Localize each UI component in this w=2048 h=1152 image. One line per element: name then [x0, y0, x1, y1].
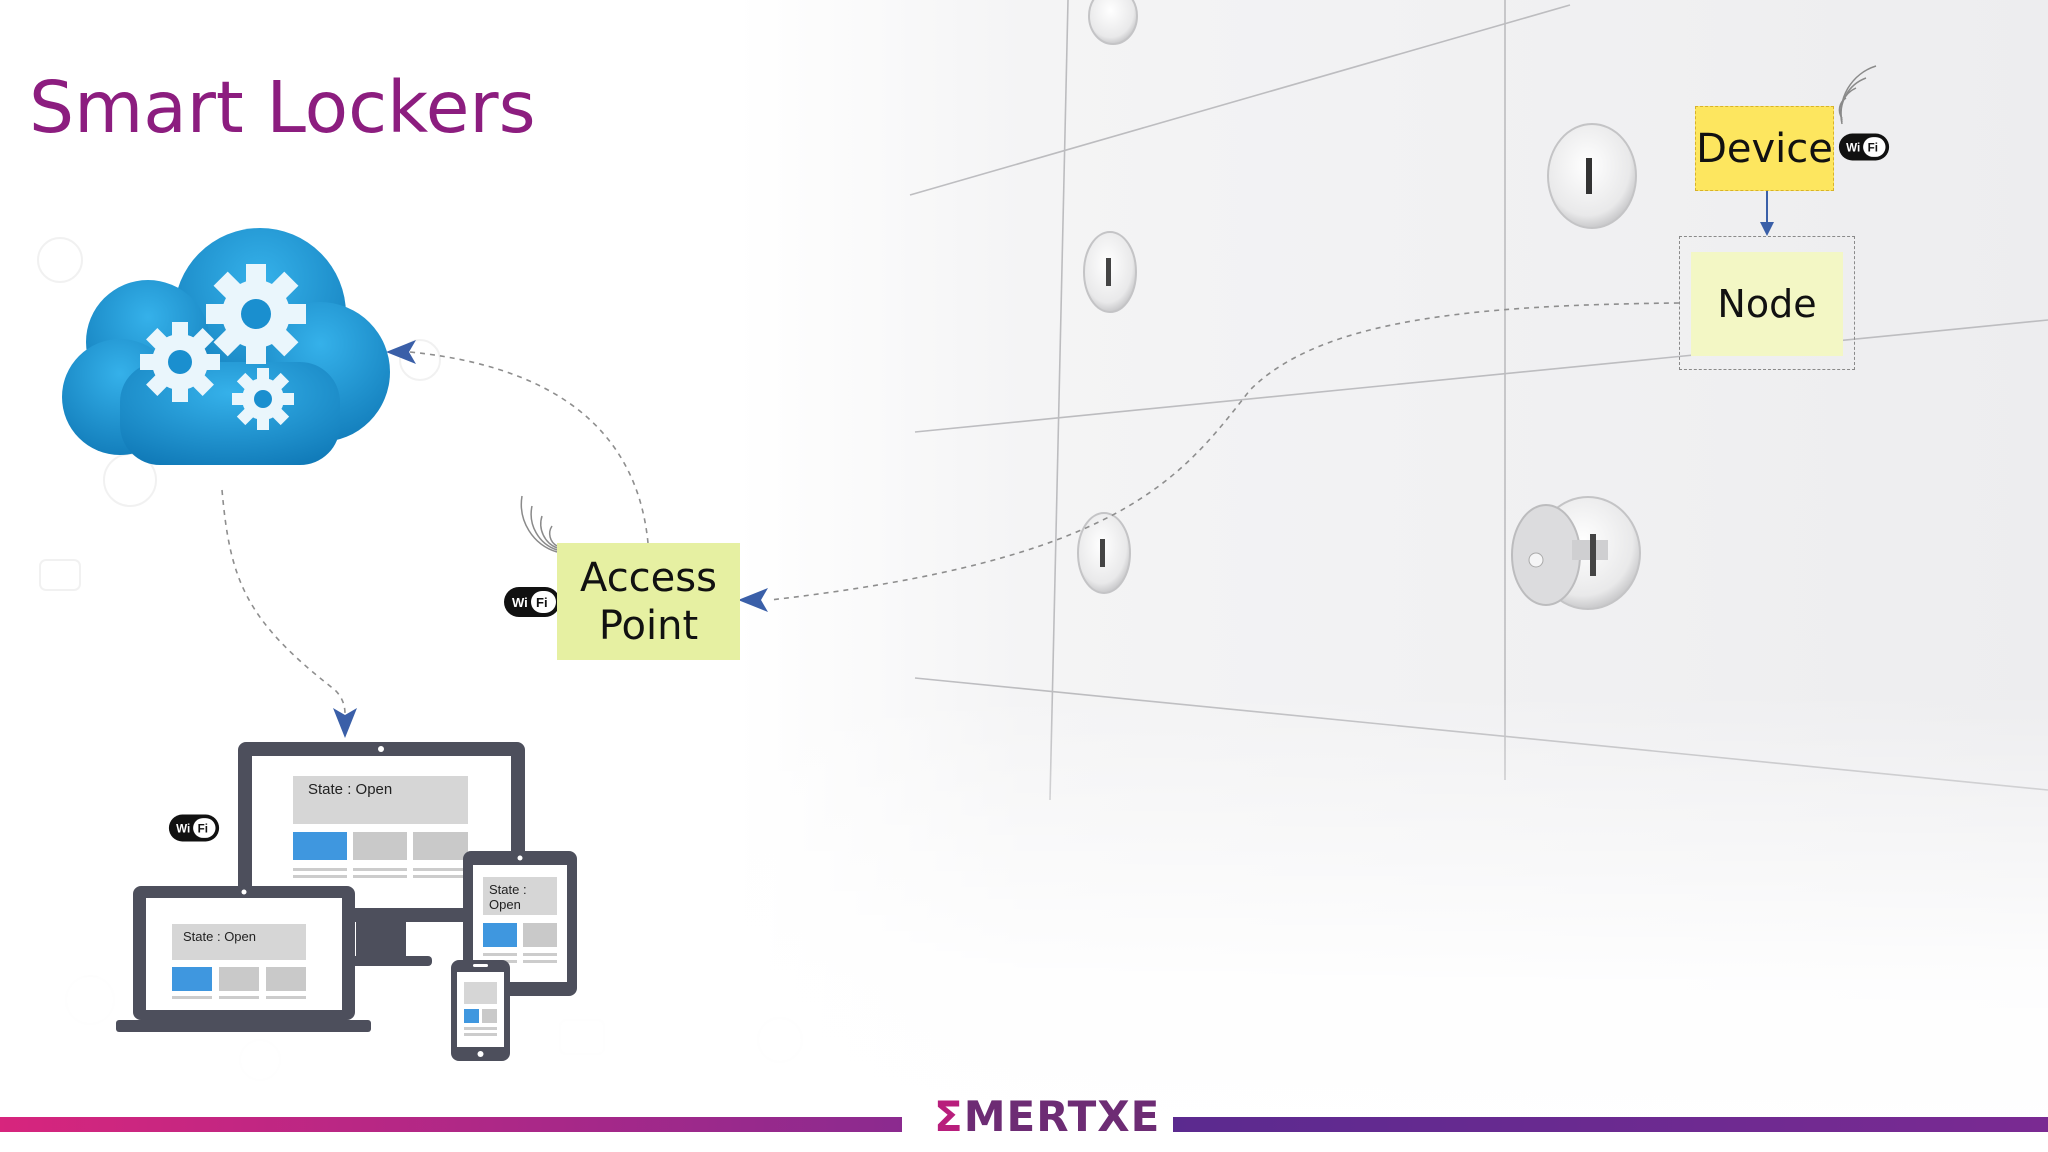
footer-bar-right: [1173, 1117, 2048, 1132]
access-point-box: Access Point: [557, 543, 740, 660]
tablet-state-line2: Open: [489, 897, 521, 912]
wifi-icon: Wi Fi: [168, 813, 220, 847]
node-label: Node: [1717, 282, 1817, 326]
wifi-icon: Wi Fi: [1838, 132, 1890, 166]
monitor-state-text: State : Open: [308, 781, 393, 798]
access-point-label-line1: Access: [580, 554, 717, 601]
cloud-gears-icon: [62, 228, 390, 465]
svg-text:Wi: Wi: [512, 595, 528, 610]
footer-bar-left: [0, 1117, 902, 1132]
node-box: Node: [1691, 252, 1843, 356]
svg-text:Fi: Fi: [198, 822, 208, 835]
svg-text:Fi: Fi: [1868, 141, 1878, 154]
device-label: Device: [1696, 125, 1833, 172]
slide-title: Smart Lockers: [29, 66, 536, 149]
svg-text:Wi: Wi: [1846, 141, 1860, 154]
laptop-state-text: State : Open: [183, 929, 256, 944]
wifi-waves-icon: [1838, 65, 1877, 125]
logo-text: MERTXE: [963, 1092, 1161, 1141]
emertxe-logo: ΣMERTXE: [934, 1092, 1160, 1141]
logo-sigma: Σ: [934, 1092, 964, 1141]
laptop-icon: [116, 886, 371, 1032]
wifi-waves-icon: [520, 495, 558, 553]
wifi-icon: Wi Fi: [503, 586, 561, 622]
access-point-label-line2: Point: [598, 602, 699, 649]
phone-icon: [451, 960, 510, 1061]
device-box: Device: [1695, 106, 1834, 191]
svg-text:Fi: Fi: [536, 595, 548, 610]
node-dashed-outline: [1679, 236, 1855, 370]
svg-text:Wi: Wi: [176, 822, 190, 835]
tablet-state-text: State : Open: [489, 882, 527, 912]
tablet-state-line1: State :: [489, 882, 527, 897]
